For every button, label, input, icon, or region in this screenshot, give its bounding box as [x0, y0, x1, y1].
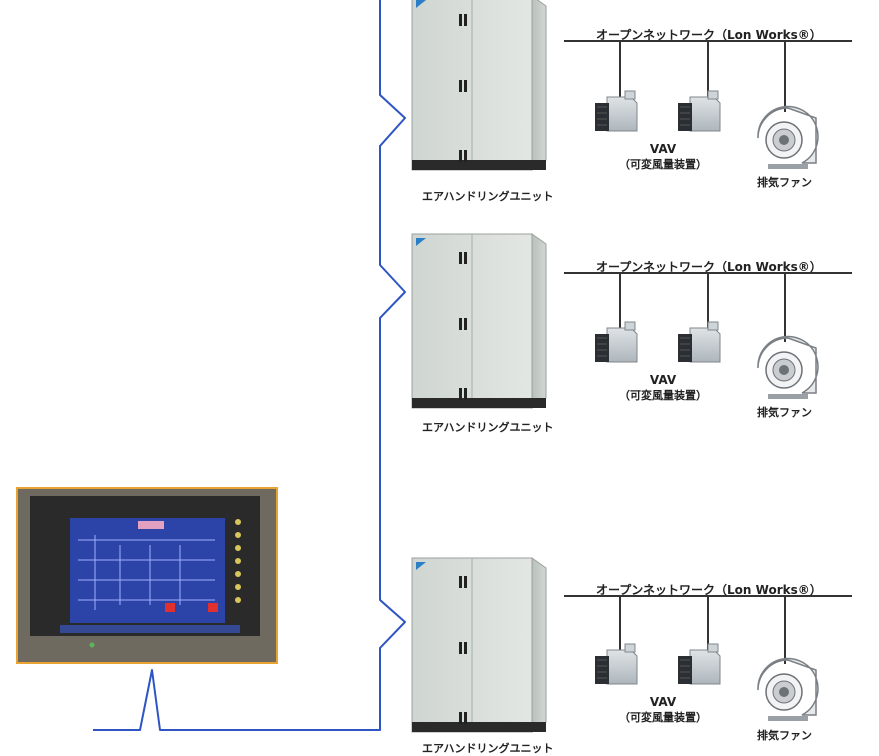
vav-box — [677, 321, 721, 363]
air-handling-unit — [411, 233, 547, 409]
vav-name: VAV — [649, 142, 677, 156]
ahu-label: エアハンドリングユニット — [422, 742, 554, 755]
vav-box — [594, 643, 638, 685]
air-handling-unit — [411, 557, 547, 733]
vav-box — [677, 643, 721, 685]
network-label: オープンネットワーク（Lon Works®） — [596, 28, 822, 42]
network-label: オープンネットワーク（Lon Works®） — [596, 260, 822, 274]
vav-label: VAV （可変風量装置） — [608, 695, 718, 725]
ahu-label: エアハンドリングユニット — [422, 190, 554, 203]
vav-name: VAV — [649, 373, 677, 387]
vav-label: VAV （可変風量装置） — [608, 373, 718, 403]
vav-sublabel: （可変風量装置） — [619, 711, 707, 724]
ahu-label: エアハンドリングユニット — [422, 421, 554, 434]
vav-sublabel: （可変風量装置） — [619, 158, 707, 171]
vav-name: VAV — [649, 695, 677, 709]
fan-label: 排気ファン — [757, 176, 812, 189]
fan-label: 排気ファン — [757, 406, 812, 419]
air-handling-unit — [411, 0, 547, 171]
exhaust-fan — [757, 657, 819, 722]
vav-sublabel: （可変風量装置） — [619, 389, 707, 402]
vav-box — [677, 90, 721, 132]
fan-label: 排気ファン — [757, 729, 812, 742]
touch-panel-controller — [16, 487, 278, 664]
vav-box — [594, 90, 638, 132]
vav-label: VAV （可変風量装置） — [608, 142, 718, 172]
network-label: オープンネットワーク（Lon Works®） — [596, 583, 822, 597]
control-wire — [93, 0, 406, 731]
exhaust-fan — [757, 335, 819, 400]
vav-box — [594, 321, 638, 363]
exhaust-fan — [757, 105, 819, 170]
